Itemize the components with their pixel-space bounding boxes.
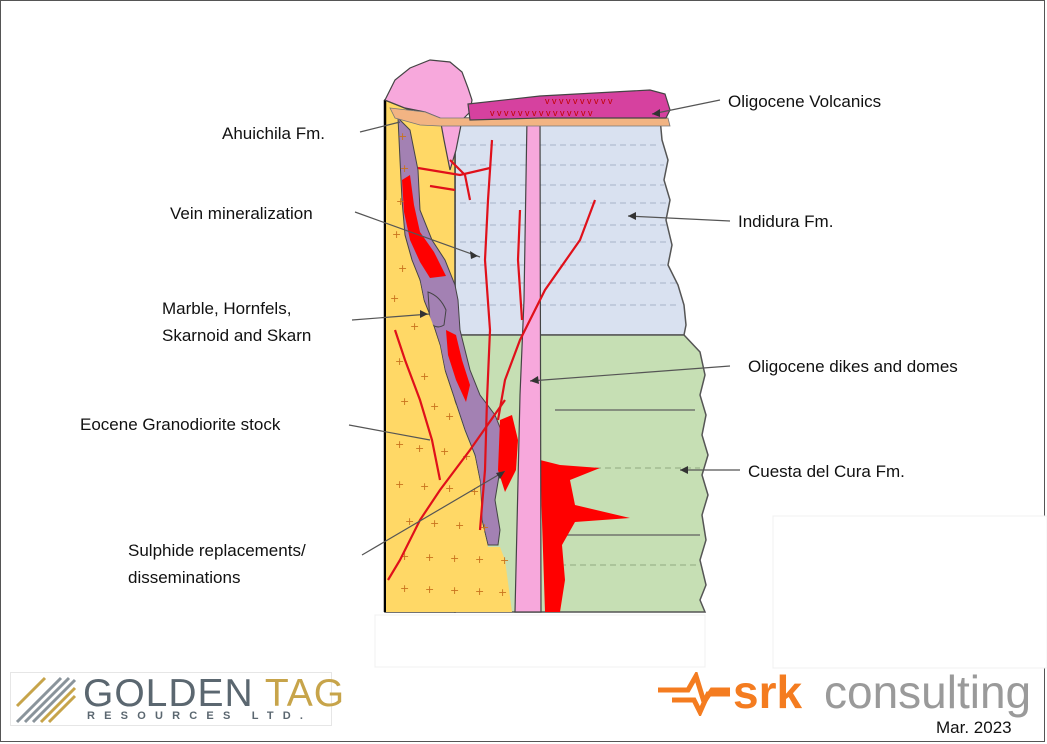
svg-text:+: +	[398, 130, 407, 143]
svg-text:+: +	[392, 228, 401, 241]
svg-text:+: +	[430, 400, 439, 413]
label-sulphide-line2: disseminations	[128, 568, 240, 587]
svg-text:+: +	[500, 554, 509, 567]
consulting-wordmark: consulting	[824, 668, 1031, 716]
svg-text:+: +	[475, 585, 484, 598]
svg-text:+: +	[390, 292, 399, 305]
svg-text:+: +	[425, 583, 434, 596]
svg-text:+: +	[410, 320, 419, 333]
svg-text:+: +	[445, 482, 454, 495]
label-ahuichila: Ahuichila Fm.	[222, 124, 325, 143]
svg-text:+: +	[425, 551, 434, 564]
label-vein-mineralization: Vein mineralization	[170, 204, 313, 223]
svg-text:+: +	[398, 262, 407, 275]
golden-tag-name: GOLDEN TAG	[83, 674, 345, 714]
svg-text:+: +	[395, 438, 404, 451]
label-cuesta-del-cura: Cuesta del Cura Fm.	[748, 462, 905, 481]
label-marble-line1: Marble, Hornfels,	[162, 299, 291, 318]
label-marble-line2: Skarnoid and Skarn	[162, 326, 311, 345]
svg-text:+: +	[400, 395, 409, 408]
svg-text:+: +	[445, 410, 454, 423]
blank-box	[375, 615, 705, 667]
blank-box-right	[773, 516, 1047, 668]
golden-tag-emblem-icon	[15, 676, 77, 724]
svg-text:+: +	[420, 480, 429, 493]
svg-text:+: +	[450, 584, 459, 597]
svg-text:+: +	[430, 517, 439, 530]
label-oligocene-volcanics: Oligocene Volcanics	[728, 92, 881, 111]
svg-text:+: +	[395, 478, 404, 491]
svg-text:+: +	[400, 582, 409, 595]
label-oligocene-dikes: Oligocene dikes and domes	[748, 357, 958, 376]
svg-text:+: +	[498, 586, 507, 599]
indidura-formation	[455, 118, 686, 335]
label-eocene-granodiorite: Eocene Granodiorite stock	[80, 415, 281, 434]
svg-text:+: +	[396, 195, 405, 208]
svg-text:v v v v v v v v v v: v v v v v v v v v v v v v v v	[490, 108, 593, 118]
svg-text:+: +	[440, 445, 449, 458]
svg-text:+: +	[420, 370, 429, 383]
svg-text:+: +	[455, 519, 464, 532]
srk-wordmark: srk	[733, 668, 802, 716]
svg-text:+: +	[450, 552, 459, 565]
srk-wave-icon	[658, 672, 730, 716]
date-label: Mar. 2023	[936, 718, 1012, 738]
svg-text:+: +	[400, 162, 409, 175]
svg-text:+: +	[405, 515, 414, 528]
svg-text:+: +	[475, 553, 484, 566]
svg-text:v v v v v v v v v v: v v v v v v v v v v	[545, 96, 613, 106]
label-sulphide-line1: Sulphide replacements/	[128, 541, 306, 560]
golden-tag-logo: GOLDEN TAG RESOURCES LTD.	[10, 672, 332, 726]
golden-tag-subtitle: RESOURCES LTD.	[87, 710, 312, 722]
srk-consulting-logo: srk consulting	[658, 668, 1047, 718]
label-indidura: Indidura Fm.	[738, 212, 833, 231]
svg-text:+: +	[415, 442, 424, 455]
